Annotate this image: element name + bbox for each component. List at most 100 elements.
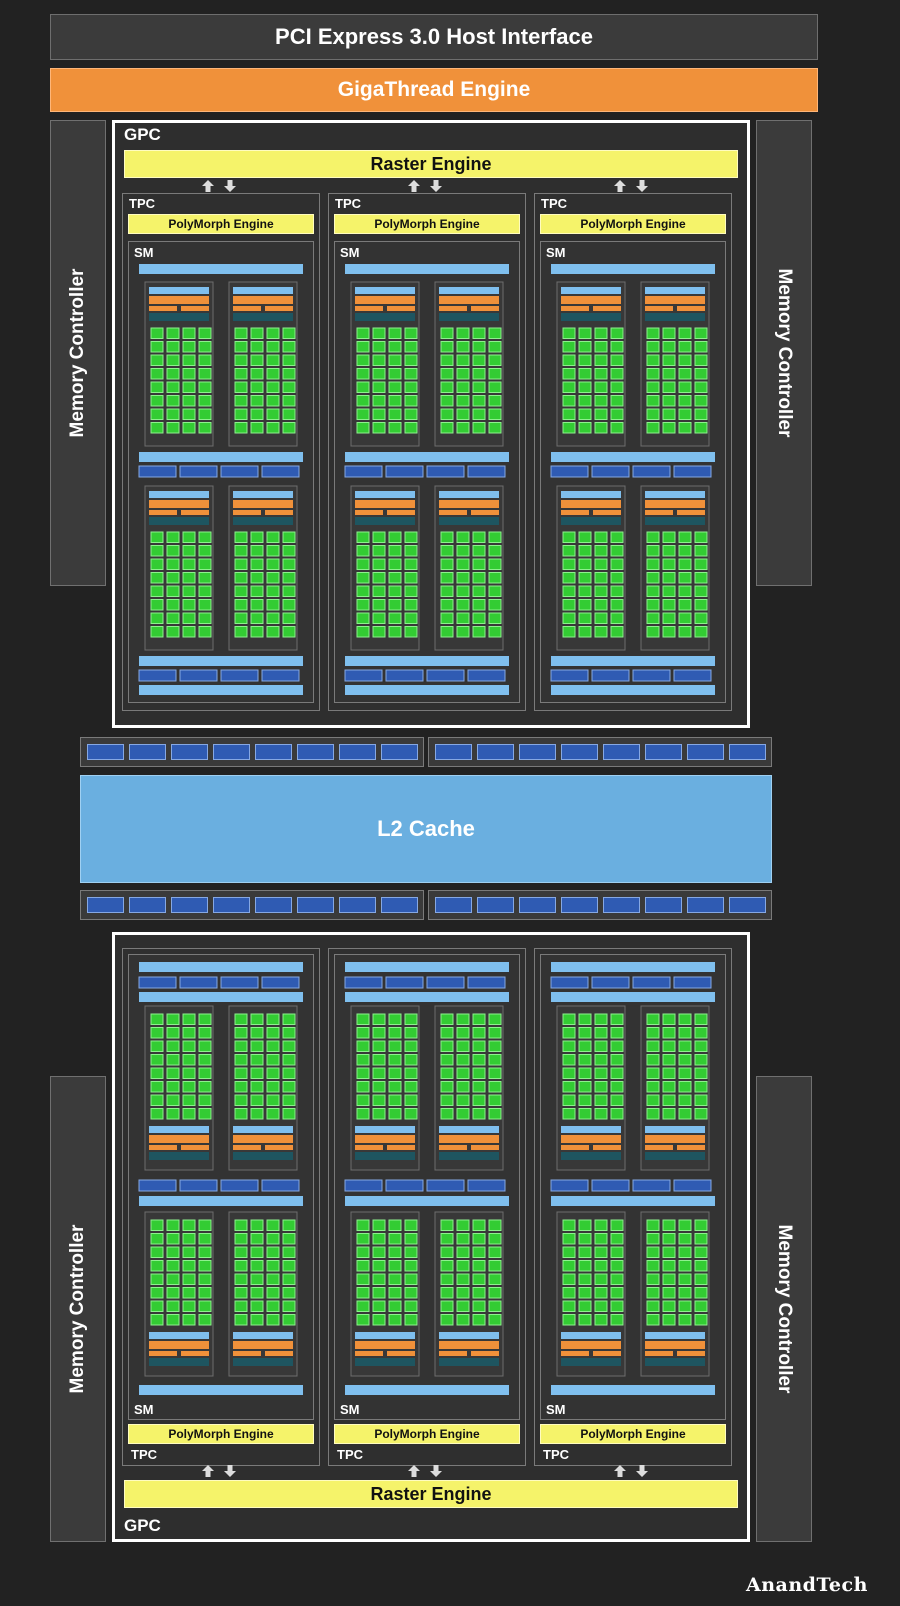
cuda-core bbox=[472, 1219, 486, 1231]
register-file-bar bbox=[355, 287, 415, 294]
cuda-core bbox=[562, 341, 576, 353]
dispatch-unit-bar bbox=[471, 510, 499, 515]
cuda-core bbox=[472, 1013, 486, 1025]
memory-controller-top-right: Memory Controller bbox=[756, 120, 812, 586]
cuda-core bbox=[646, 1067, 660, 1079]
warp-scheduler-bar bbox=[149, 1135, 209, 1143]
cuda-core bbox=[662, 341, 676, 353]
cuda-core bbox=[356, 395, 370, 407]
dispatch-unit-bar bbox=[677, 1145, 705, 1150]
instruction-buffer-bar bbox=[233, 313, 293, 321]
load-store-unit bbox=[385, 465, 424, 478]
memory-cell bbox=[171, 744, 208, 760]
cuda-core bbox=[610, 1246, 624, 1258]
warp-scheduler-bar bbox=[439, 500, 499, 508]
cuda-core bbox=[150, 1013, 164, 1025]
register-file-bar bbox=[439, 491, 499, 498]
cuda-core bbox=[388, 1067, 402, 1079]
dispatch-unit-bar bbox=[561, 1351, 589, 1356]
cuda-core bbox=[182, 1040, 196, 1052]
cuda-core bbox=[562, 1094, 576, 1106]
memory-cell bbox=[213, 744, 250, 760]
cuda-core bbox=[456, 545, 470, 557]
cuda-core bbox=[646, 1027, 660, 1039]
cuda-core bbox=[282, 1081, 296, 1093]
load-store-unit bbox=[138, 669, 177, 682]
memory-cell bbox=[603, 897, 640, 913]
cuda-core bbox=[646, 354, 660, 366]
instruction-cache-bar bbox=[345, 1385, 509, 1395]
cuda-core bbox=[694, 1040, 708, 1052]
warp-scheduler-bar bbox=[233, 1135, 293, 1143]
dispatch-unit-bar bbox=[355, 1351, 383, 1356]
cuda-core bbox=[694, 1273, 708, 1285]
cuda-core bbox=[250, 1027, 264, 1039]
load-store-unit bbox=[220, 976, 259, 989]
dispatch-unit-bar bbox=[387, 510, 415, 515]
cuda-core bbox=[404, 1314, 418, 1326]
cuda-core bbox=[440, 572, 454, 584]
cuda-core bbox=[372, 1067, 386, 1079]
cuda-core bbox=[594, 341, 608, 353]
cuda-core bbox=[198, 585, 212, 597]
polymorph-engine-label: PolyMorph Engine bbox=[580, 217, 686, 231]
memory-cell bbox=[255, 744, 292, 760]
cuda-core bbox=[388, 531, 402, 543]
cuda-core bbox=[578, 612, 592, 624]
cuda-core bbox=[356, 408, 370, 420]
cuda-core bbox=[282, 572, 296, 584]
cuda-core bbox=[250, 612, 264, 624]
cuda-core bbox=[678, 545, 692, 557]
cuda-core bbox=[678, 408, 692, 420]
cuda-core bbox=[678, 1287, 692, 1299]
memory-controller-top-left: Memory Controller bbox=[50, 120, 106, 586]
load-store-unit bbox=[261, 465, 300, 478]
cuda-core bbox=[266, 1067, 280, 1079]
tpc-label: TPC bbox=[337, 1447, 363, 1462]
warp-scheduler-bar bbox=[645, 500, 705, 508]
cuda-core bbox=[694, 395, 708, 407]
cuda-core bbox=[150, 585, 164, 597]
cuda-core bbox=[456, 1054, 470, 1066]
cuda-core bbox=[250, 585, 264, 597]
dispatch-unit-bar bbox=[387, 1351, 415, 1356]
cuda-core bbox=[440, 626, 454, 638]
cuda-core bbox=[388, 1013, 402, 1025]
cuda-core bbox=[388, 1233, 402, 1245]
cuda-core bbox=[234, 1300, 248, 1312]
cuda-core bbox=[488, 1219, 502, 1231]
cuda-core bbox=[562, 1287, 576, 1299]
polymorph-engine-label: PolyMorph Engine bbox=[580, 1427, 686, 1441]
cuda-core bbox=[250, 368, 264, 380]
cuda-core bbox=[404, 408, 418, 420]
load-store-unit bbox=[138, 1179, 177, 1192]
memory-cell bbox=[129, 897, 166, 913]
memory-cell bbox=[687, 744, 724, 760]
load-store-unit bbox=[550, 1179, 589, 1192]
cuda-core bbox=[646, 1314, 660, 1326]
cuda-core bbox=[456, 395, 470, 407]
up-arrow-icon bbox=[408, 180, 420, 192]
cuda-core bbox=[234, 612, 248, 624]
cuda-core bbox=[234, 1081, 248, 1093]
memory-cell bbox=[339, 897, 376, 913]
texture-cache-bar bbox=[551, 656, 715, 666]
cuda-core bbox=[372, 599, 386, 611]
cuda-core bbox=[356, 1108, 370, 1120]
cuda-core bbox=[356, 572, 370, 584]
cuda-core bbox=[282, 1314, 296, 1326]
texture-cache-bar bbox=[551, 992, 715, 1002]
cuda-core bbox=[440, 1233, 454, 1245]
cuda-core bbox=[594, 422, 608, 434]
cuda-core bbox=[646, 368, 660, 380]
cuda-core bbox=[456, 341, 470, 353]
cuda-core bbox=[678, 1067, 692, 1079]
cuda-core bbox=[488, 1081, 502, 1093]
tpc-label: TPC bbox=[335, 196, 361, 211]
cuda-core bbox=[182, 545, 196, 557]
cuda-core bbox=[488, 368, 502, 380]
cuda-core bbox=[456, 1287, 470, 1299]
cuda-core bbox=[234, 1040, 248, 1052]
cuda-core bbox=[150, 354, 164, 366]
